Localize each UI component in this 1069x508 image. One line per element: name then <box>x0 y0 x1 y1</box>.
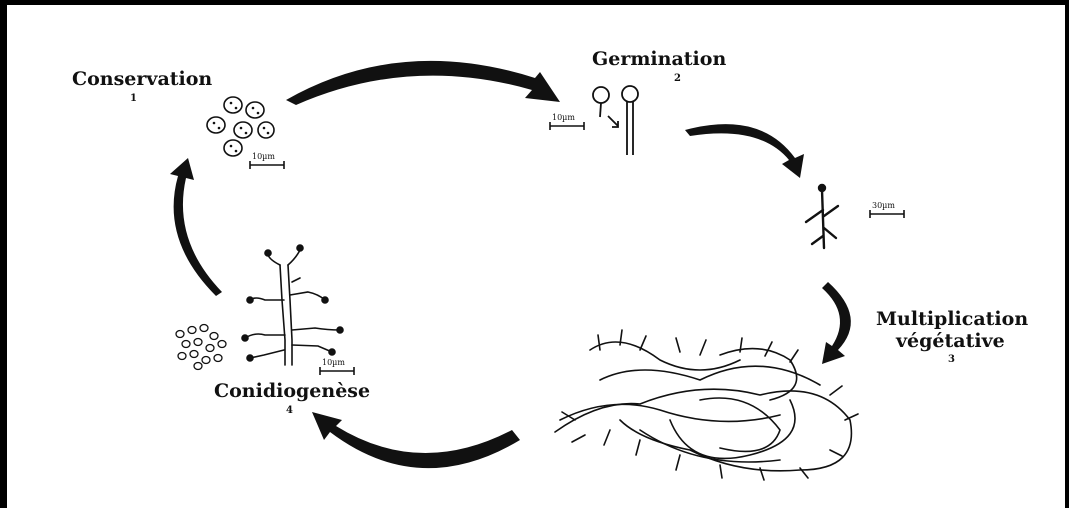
scale-label-germination: 10µm <box>552 113 575 122</box>
stage-title-conidiogenesis: Conidiogenèse <box>214 380 370 402</box>
stage-number-germination: 2 <box>674 73 681 84</box>
scale-label-hypha: 30µm <box>872 201 895 210</box>
scale-label-conidiogenesis: 10µm <box>322 358 345 367</box>
scale-bar-conservation <box>250 161 284 169</box>
arrow-to-multiplication <box>822 282 851 364</box>
arrow-conidiogenesis-to-conservation <box>170 158 222 296</box>
scale-bar-germination <box>550 122 584 130</box>
mycelium <box>555 330 858 480</box>
scale-bar-conidiogenesis <box>320 367 354 375</box>
scale-bar-hypha <box>870 210 904 218</box>
arrow-mycelium-to-conidiogenesis <box>312 412 520 468</box>
conservation-spores <box>207 97 274 156</box>
germinating-spores <box>593 86 638 155</box>
stage-number-conidiogenesis: 4 <box>286 405 293 416</box>
stage-number-conservation: 1 <box>130 93 137 104</box>
arrow-conservation-to-germination <box>286 61 560 105</box>
stage-title-multiplication: Multiplication <box>876 308 1028 330</box>
scale-label-conservation: 10µm <box>252 152 275 161</box>
stage-title-vegetative: végétative <box>896 330 1005 352</box>
stage-title-germination: Germination <box>592 48 726 70</box>
conidiophore <box>242 245 343 365</box>
conidia-cluster <box>176 325 226 370</box>
arrow-germination-to-hypha <box>685 124 804 178</box>
stage-title-conservation: Conservation <box>72 68 212 90</box>
stage-number-multiplication: 3 <box>948 354 955 365</box>
branching-hypha <box>806 185 838 248</box>
